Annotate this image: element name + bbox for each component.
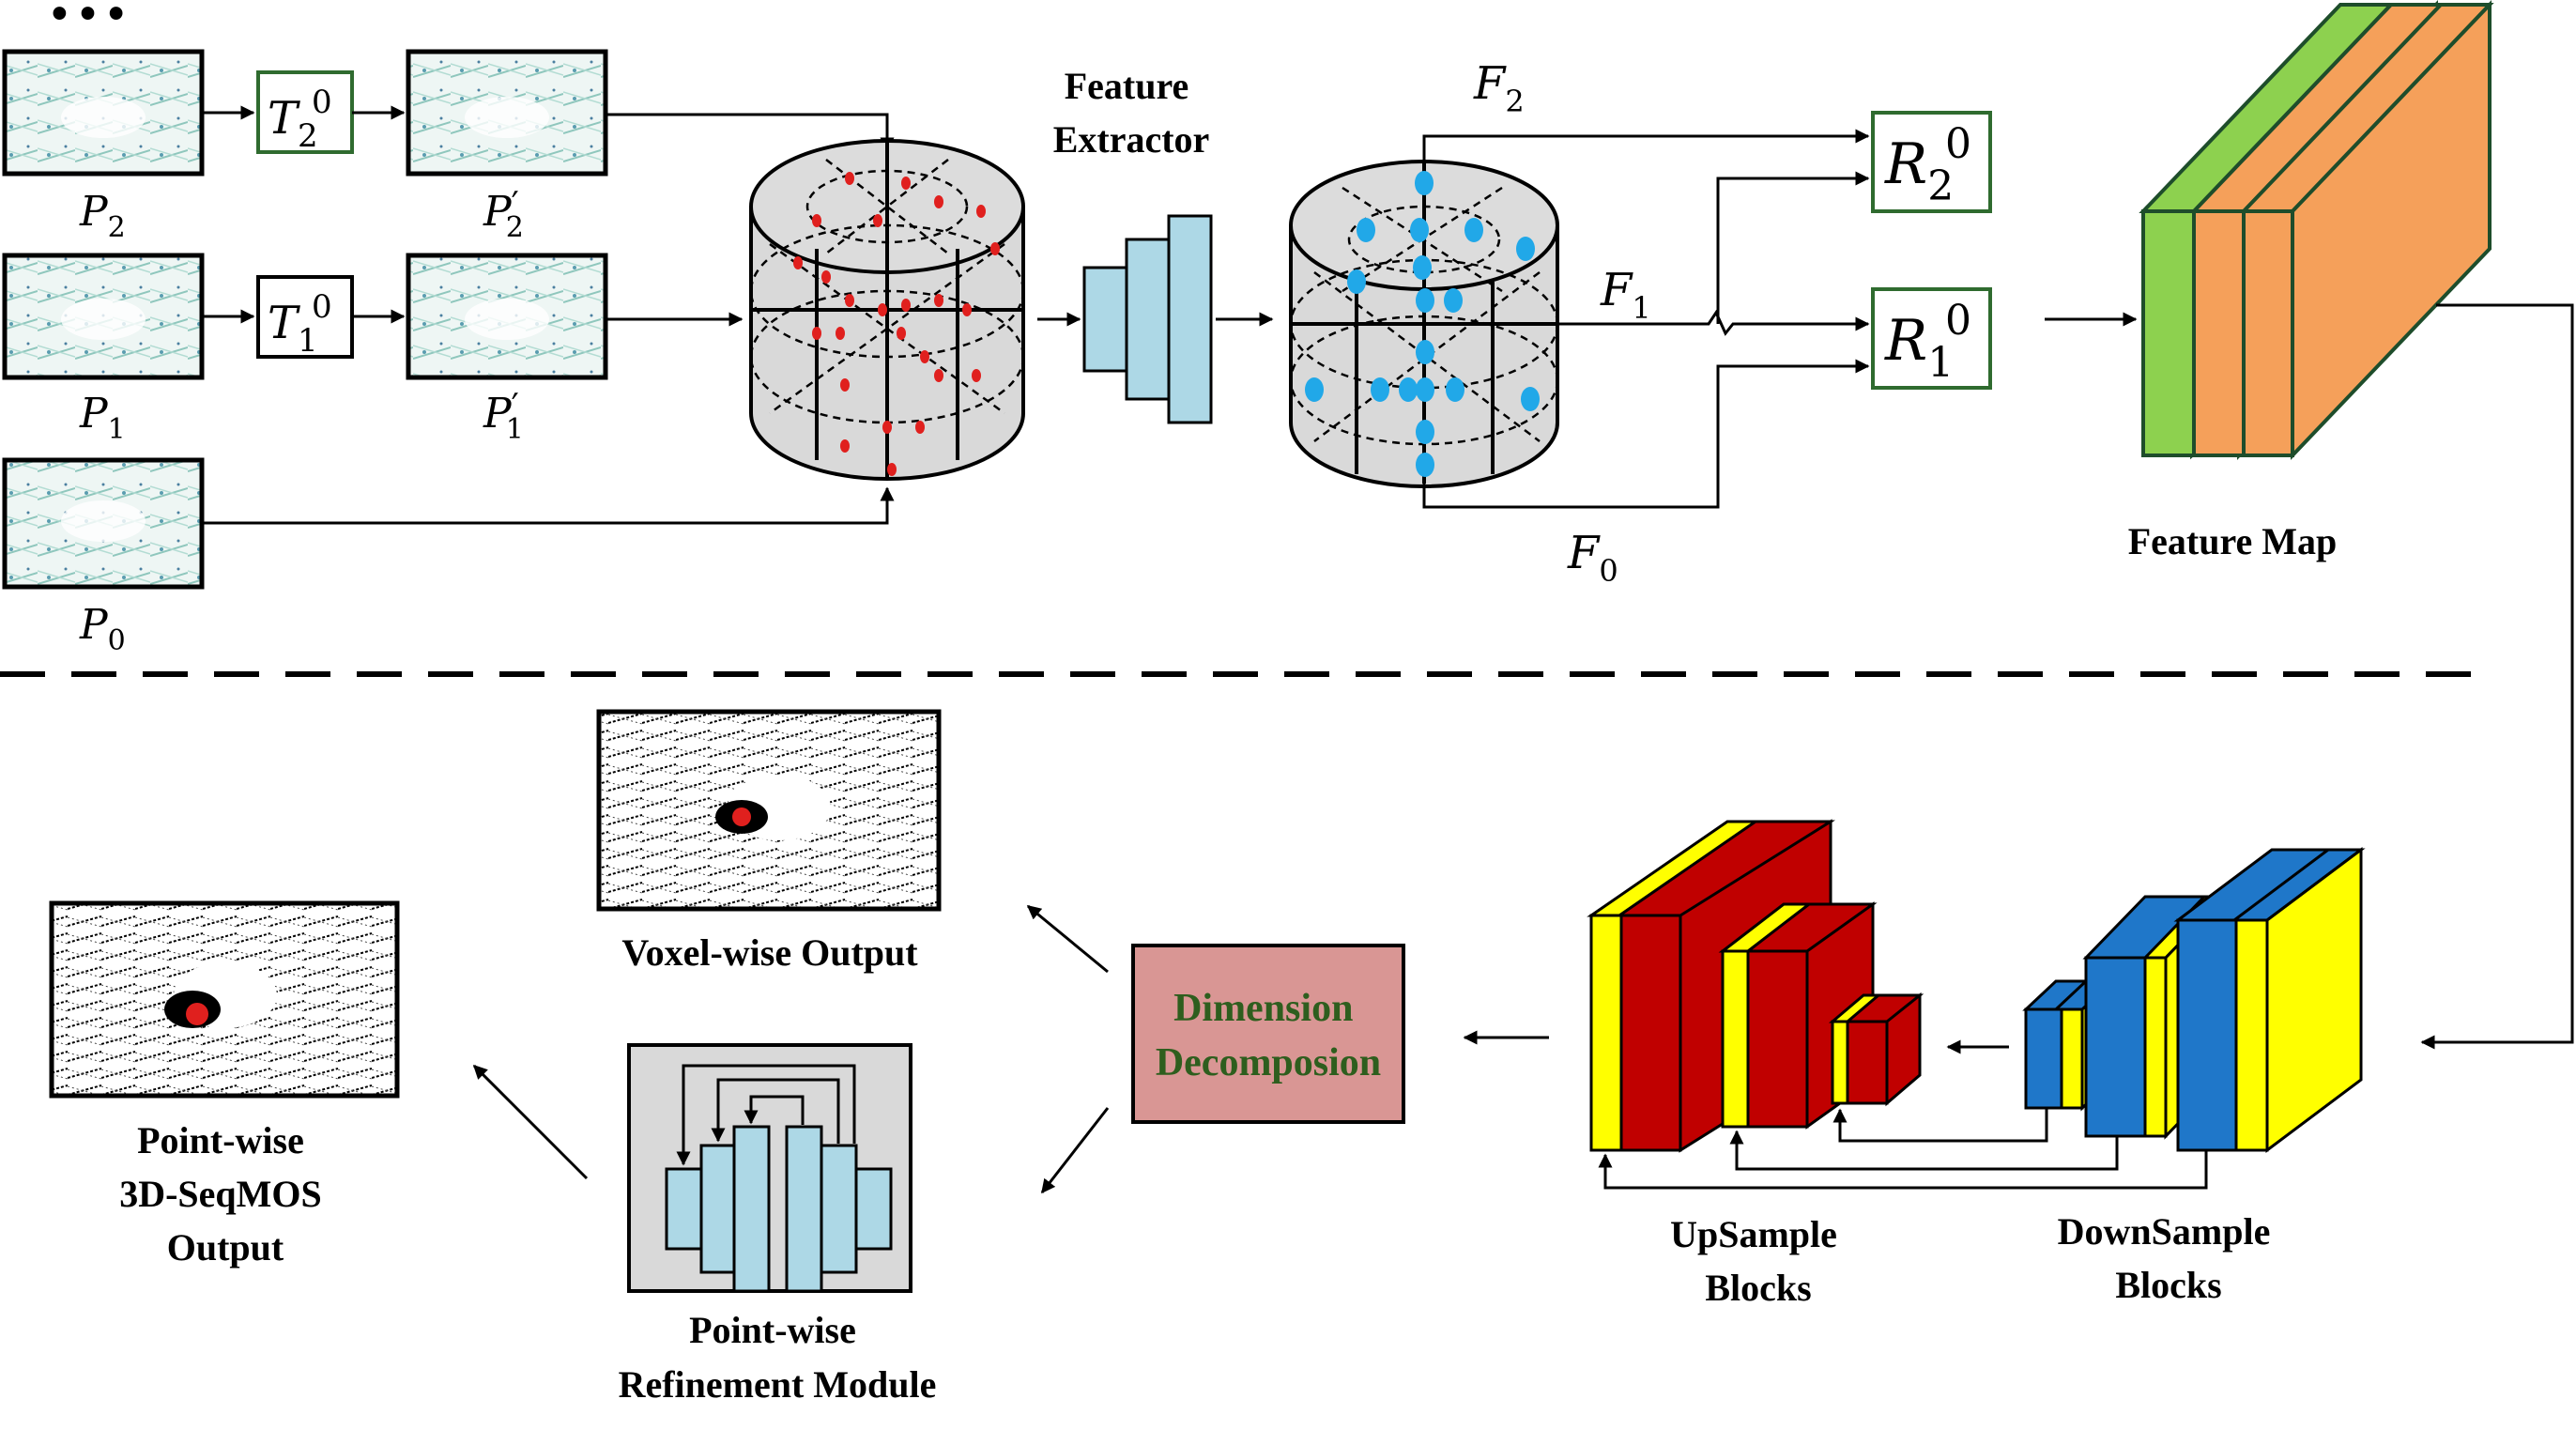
upsample-label: UpSample Blocks xyxy=(1670,1213,1847,1309)
blue-point xyxy=(1516,237,1535,261)
svg-text:R2: R2 xyxy=(1884,131,1954,210)
refinement-label: Point-wise Refinement Module xyxy=(619,1309,937,1406)
red-point xyxy=(873,214,882,227)
frame-p1-prime xyxy=(406,253,608,380)
downsample-label: DownSample Blocks xyxy=(2058,1210,2280,1306)
voxel-output-label: Voxel-wise Output xyxy=(621,931,918,974)
red-point xyxy=(812,214,821,227)
red-point xyxy=(901,177,911,190)
blue-point xyxy=(1416,420,1434,444)
dimension-decomposition-label: Dimension Decomposion xyxy=(1156,987,1381,1084)
blue-point xyxy=(1416,453,1434,477)
feature-map-connector xyxy=(2420,303,2574,1050)
feature-map xyxy=(2139,0,2494,460)
downsample-blocks xyxy=(2022,847,2366,1153)
label-f1: F1 xyxy=(1600,264,1651,326)
blue-point xyxy=(1347,269,1366,294)
label-p2: P2 xyxy=(79,188,126,244)
blue-point xyxy=(1416,340,1434,364)
blue-point xyxy=(1371,377,1389,402)
red-point xyxy=(812,327,821,340)
voxel-output-image xyxy=(596,709,942,912)
svg-text:T1: T1 xyxy=(268,297,318,360)
feature-extractor xyxy=(1082,214,1213,424)
red-point xyxy=(972,369,981,382)
frame-p2-prime xyxy=(406,49,608,177)
frame-p1 xyxy=(2,253,205,380)
blue-point xyxy=(1416,288,1434,313)
feature-extractor-label: Feature Extractor xyxy=(1053,65,1210,161)
label-p1-prime: P′1 xyxy=(483,388,524,446)
red-point xyxy=(962,303,972,316)
red-point xyxy=(793,256,803,269)
blue-point xyxy=(1305,377,1324,402)
refinement-module xyxy=(627,1043,912,1293)
blue-point xyxy=(1399,377,1418,402)
ellipsis: • • • xyxy=(52,0,124,38)
label-p1: P1 xyxy=(79,390,126,446)
upsample-blocks xyxy=(1587,819,1924,1153)
residual-r2: R2 0 xyxy=(1871,111,1992,213)
feature-map-label: Feature Map xyxy=(2128,520,2338,562)
blue-point xyxy=(1416,377,1434,402)
svg-text:R1: R1 xyxy=(1884,308,1954,387)
red-point xyxy=(836,327,845,340)
dimension-decomposition-box xyxy=(1131,944,1405,1124)
svg-text:0: 0 xyxy=(1945,297,1971,345)
feature-routing xyxy=(1422,129,1870,509)
frame-p0 xyxy=(2,457,205,590)
point-output-label: Point-wise 3D-SeqMOS Output xyxy=(119,1119,331,1269)
red-point xyxy=(934,294,943,307)
red-point xyxy=(901,299,911,312)
svg-text:0: 0 xyxy=(312,288,332,326)
red-point xyxy=(897,327,906,340)
blue-point xyxy=(1521,387,1540,411)
red-point xyxy=(882,421,892,434)
svg-text:0: 0 xyxy=(1945,120,1971,168)
blue-point xyxy=(1413,255,1432,280)
transform-t2: T2 0 xyxy=(256,70,354,155)
transform-t1: T1 0 xyxy=(256,275,354,360)
red-point xyxy=(840,378,850,392)
blue-point xyxy=(1410,218,1429,242)
bottom-arrows xyxy=(472,904,2009,1194)
blue-point xyxy=(1444,288,1463,313)
label-f0: F0 xyxy=(1567,527,1618,589)
label-f2: F2 xyxy=(1473,57,1525,119)
red-point xyxy=(840,439,850,453)
label-p0: P0 xyxy=(79,601,126,657)
svg-text:0: 0 xyxy=(312,84,332,121)
red-point xyxy=(990,242,1000,255)
red-point xyxy=(976,205,986,218)
input-arrows xyxy=(202,105,895,525)
blue-point xyxy=(1446,377,1464,402)
svg-text:T2: T2 xyxy=(268,92,318,155)
feature-cylinder-blue xyxy=(1289,160,1559,488)
red-point xyxy=(915,421,925,434)
voxel-cylinder-red xyxy=(749,139,1025,481)
red-point xyxy=(845,294,854,307)
red-point xyxy=(934,369,943,382)
red-point xyxy=(845,172,854,185)
blue-point xyxy=(1415,171,1434,195)
blue-point xyxy=(1464,218,1483,242)
skip-connections xyxy=(1598,1108,2208,1190)
red-point xyxy=(878,303,887,316)
frame-p2 xyxy=(2,49,205,177)
red-point xyxy=(887,463,897,476)
red-point xyxy=(821,270,831,284)
residual-r1: R1 0 xyxy=(1871,287,1992,390)
red-point xyxy=(934,195,943,208)
label-p2-prime: P′2 xyxy=(483,186,524,244)
point-output-image xyxy=(49,900,400,1099)
blue-point xyxy=(1357,218,1375,242)
red-point xyxy=(920,350,929,363)
